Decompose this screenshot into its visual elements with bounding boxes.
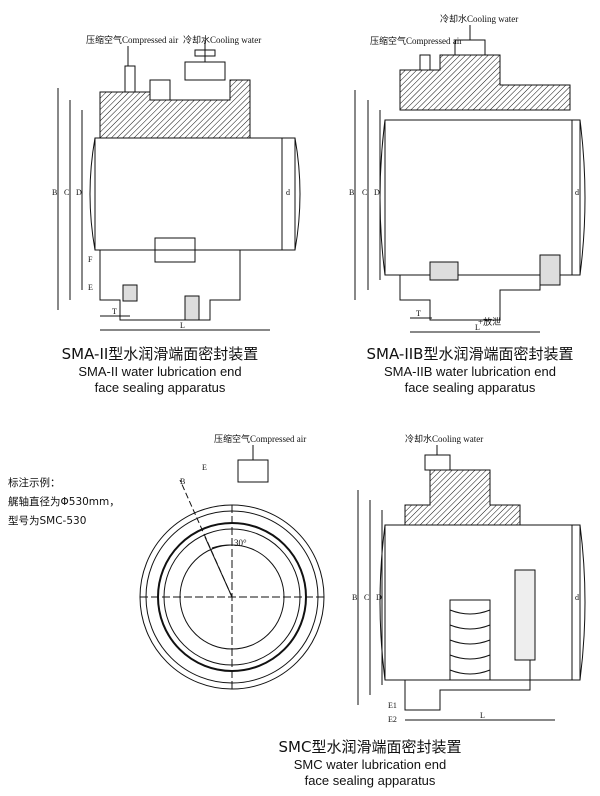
- sma2-caption-en-2: face sealing apparatus: [94, 380, 226, 395]
- sma2-lower-body: [99, 250, 241, 321]
- sma2-dim-d: d: [286, 188, 290, 197]
- sma2b-caption: SMA-IIB型水润滑端面密封装置 SMA-IIB water lubricat…: [340, 345, 600, 396]
- smc-side-top-housing: [404, 469, 521, 526]
- smc-side-dim-E1: E1: [388, 701, 397, 710]
- sma2b-top-housing: [399, 54, 571, 111]
- example-note-shaft-diameter: 艉轴直径为Φ530mm，: [8, 496, 120, 508]
- sma2b-lower-body: [399, 275, 541, 321]
- sma2b-dim-L: L: [475, 323, 480, 332]
- smc-side-dim-B: B: [352, 593, 357, 602]
- sma2-top-housing: [99, 79, 251, 139]
- sma2-air-valve: [124, 65, 136, 93]
- sma2b-dim-d: d: [575, 188, 579, 197]
- smc-side-water-valve: [424, 454, 451, 471]
- sma2-dim-F: F: [88, 255, 93, 264]
- sma2b-drain-label: +放泄: [478, 316, 501, 327]
- sma2-dim-L: L: [180, 321, 185, 330]
- example-note-model: 型号为SMC-530: [8, 515, 87, 527]
- smc-angle-label: 30°: [234, 538, 247, 548]
- sma2b-shaft: [384, 119, 581, 276]
- sma2b-drawing: [354, 25, 586, 333]
- smc-side-dim-D: D: [376, 593, 382, 602]
- sma2b-cooling-water-label: 冷却水Cooling water: [440, 13, 518, 24]
- sma2-seal-detail: [154, 237, 196, 263]
- sma2b-dim-C: C: [362, 188, 367, 197]
- sma2-caption-cn: SMA-II型水润滑端面密封装置: [61, 345, 259, 363]
- sma2-dim-B: B: [52, 188, 57, 197]
- smc-front-dim-B: B: [180, 477, 185, 486]
- smc-side-flange: [514, 569, 536, 661]
- smc-front-dim-E: E: [202, 463, 207, 472]
- smc-caption-en-2: face sealing apparatus: [304, 773, 436, 788]
- sma2b-compressed-air-label: 压缩空气Compressed air: [370, 35, 462, 46]
- sma2b-air-valve: [419, 54, 431, 71]
- sma2-water-valve: [184, 61, 226, 81]
- smc-side-view: [357, 445, 586, 721]
- sma2-cooling-water-label: 冷却水Cooling water: [183, 34, 261, 45]
- smc-side-lower-body: [404, 660, 531, 711]
- sma2b-caption-en-1: SMA-IIB water lubrication end: [384, 363, 556, 379]
- sma2-dim-T: T: [112, 307, 117, 316]
- smc-front-view: [139, 445, 325, 690]
- sma2-dim-E: E: [88, 283, 93, 292]
- sma2b-caption-cn: SMA-IIB型水润滑端面密封装置: [366, 345, 574, 363]
- smc-caption-cn: SMC型水润滑端面密封装置: [278, 738, 462, 756]
- smc-side-dim-L: L: [480, 711, 485, 720]
- smc-front-air-valve: [237, 459, 269, 483]
- sma2b-dim-B: B: [349, 188, 354, 197]
- smc-caption-en-1: SMC water lubrication end: [293, 756, 447, 772]
- sma2b-dim-D: D: [374, 188, 380, 197]
- sma2-caption-en-1: SMA-II water lubrication end: [78, 363, 242, 379]
- sma2-dim-D: D: [76, 188, 82, 197]
- sma2-caption: SMA-II型水润滑端面密封装置 SMA-II water lubricatio…: [40, 345, 280, 396]
- sma2b-dim-T: T: [416, 309, 421, 318]
- sma2b-caption-en-2: face sealing apparatus: [404, 380, 536, 395]
- smc-side-dim-E2: E2: [388, 715, 397, 724]
- sma2-shaft: [94, 137, 296, 251]
- smc-caption: SMC型水润滑端面密封装置 SMC water lubrication end …: [240, 738, 500, 789]
- smc-front-compressed-air-label: 压缩空气Compressed air: [214, 433, 306, 444]
- example-note-title: 标注示例：: [8, 477, 61, 489]
- smc-side-shaft: [384, 524, 581, 681]
- sma2-drawing: [57, 40, 301, 331]
- smc-side-cooling-water-label: 冷却水Cooling water: [405, 433, 483, 444]
- sma2-compressed-air-label: 压缩空气Compressed air: [86, 34, 178, 45]
- example-note: 标注示例： 艉轴直径为Φ530mm， 型号为SMC-530: [8, 474, 120, 531]
- smc-side-dim-C: C: [364, 593, 369, 602]
- sma2-dim-C: C: [64, 188, 69, 197]
- smc-side-dim-d: d: [575, 593, 579, 602]
